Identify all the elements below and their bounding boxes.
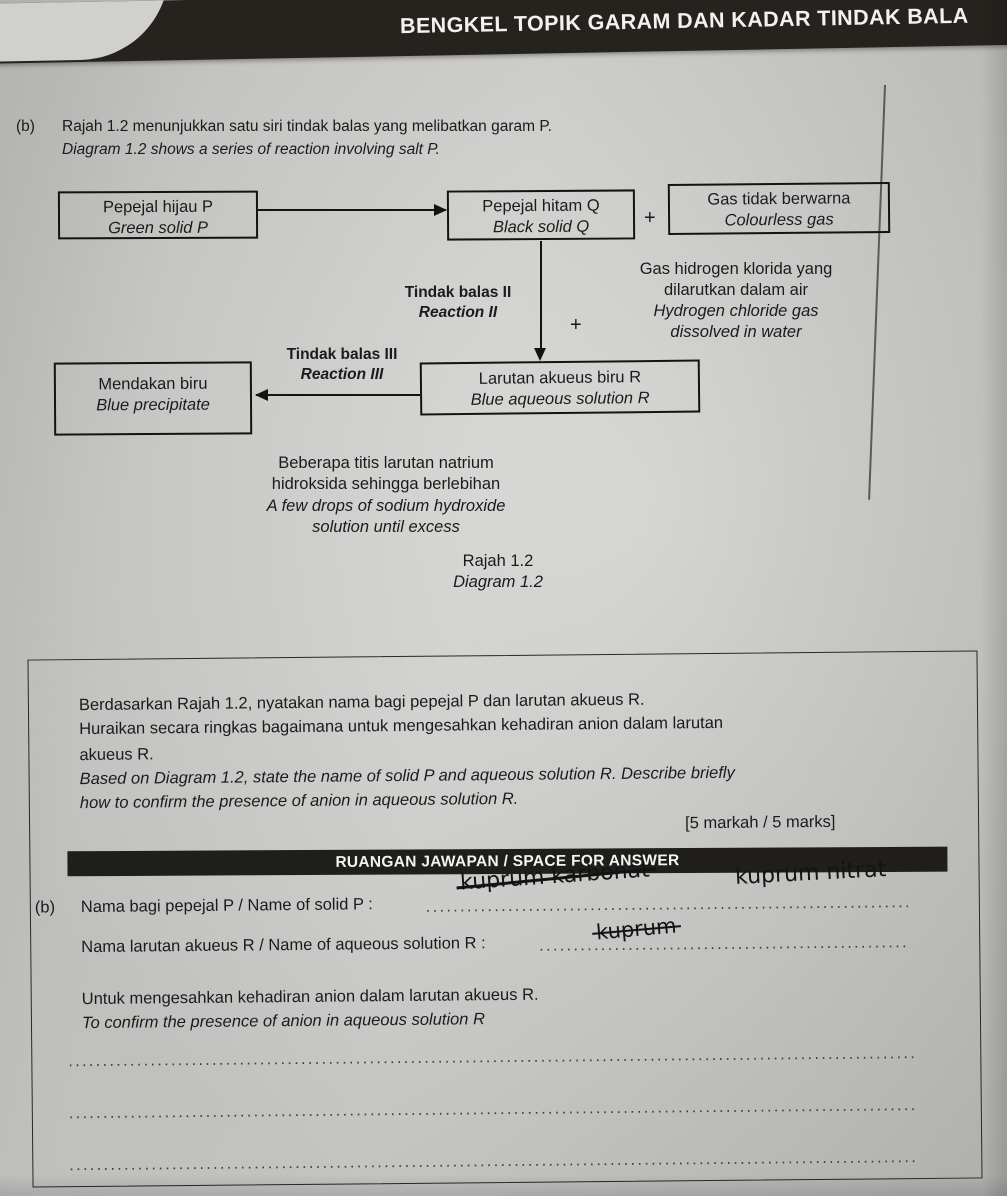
gas-english: Colourless gas	[724, 210, 834, 230]
reaction-3-english: Reaction III	[300, 366, 384, 384]
diagram-box-precipitate: Mendakan biru Blue precipitate	[53, 361, 253, 436]
prompt-malay: Untuk mengesahkan kehadiran anion dalam …	[81, 985, 539, 1009]
prompt-english: To confirm the presence of anion in aque…	[81, 1010, 486, 1033]
task-english-1: Based on Diagram 1.2, state the name of …	[79, 763, 735, 789]
task-malay-1: Berdasarkan Rajah 1.2, nyatakan nama bag…	[78, 690, 645, 715]
arrow-q-to-r	[532, 241, 547, 361]
answer-line-solution-r[interactable]: ........................................…	[539, 939, 910, 955]
diagram-box-solution-r: Larutan akueus biru R Blue aqueous solut…	[419, 359, 701, 416]
question-text-malay: Rajah 1.2 menunjukkan satu siri tindak b…	[62, 118, 552, 135]
solution-r-malay: Larutan akueus biru R	[478, 368, 642, 388]
solution-r-english: Blue aqueous solution R	[470, 388, 650, 409]
answer-line-2[interactable]: ........................................…	[68, 1102, 915, 1123]
question-text-english: Diagram 1.2 shows a series of reaction i…	[62, 141, 440, 158]
solid-p-english: Green solid P	[108, 218, 209, 237]
answer-line-3[interactable]: ........................................…	[69, 1154, 916, 1175]
arrow-r-to-precipitate	[255, 387, 420, 402]
naoh-note: Beberapa titis larutan natrium hidroksid…	[160, 453, 612, 539]
page-edge-shadow	[981, 0, 1007, 1196]
reaction-2-english: Reaction II	[418, 304, 498, 322]
naoh-malay-1: Beberapa titis larutan natrium	[278, 454, 494, 472]
solid-q-malay: Pepejal hitam Q	[482, 196, 600, 216]
answer-line-1[interactable]: ........................................…	[68, 1050, 915, 1071]
reaction-3-malay: Tindak balas III	[286, 346, 398, 363]
hcl-english-1: Hydrogen chloride gas	[653, 301, 819, 320]
page-bottom-shadow	[0, 1174, 1007, 1196]
naoh-english-2: solution until excess	[312, 518, 460, 537]
field-label-solid-p: Nama bagi pepejal P / Name of solid P :	[80, 895, 373, 917]
hcl-english-2: dissolved in water	[670, 322, 802, 341]
diagram-caption-malay: Rajah 1.2	[462, 552, 534, 570]
gas-malay: Gas tidak berwarna	[707, 189, 851, 209]
plus-sign-gas: +	[644, 207, 656, 229]
question-label: (b)	[16, 118, 35, 135]
diagram-box-colourless-gas: Gas tidak berwarna Colourless gas	[667, 182, 891, 235]
hcl-malay-2: dilarutkan dalam air	[664, 280, 808, 299]
precipitate-english: Blue precipitate	[96, 395, 210, 415]
solid-p-malay: Pepejal hijau P	[102, 197, 214, 217]
answer-panel: Berdasarkan Rajah 1.2, nyatakan nama bag…	[27, 650, 983, 1188]
task-english-2: how to confirm the presence of anion in …	[79, 789, 519, 813]
hcl-note: Gas hidrogen klorida yang dilarutkan dal…	[586, 259, 886, 343]
solid-q-english: Black solid Q	[492, 217, 590, 237]
diagram-box-solid-q: Pepejal hitam Q Black solid Q	[446, 189, 636, 241]
precipitate-malay: Mendakan biru	[98, 374, 208, 394]
diagram-caption: Rajah 1.2 Diagram 1.2	[330, 551, 666, 594]
reaction-3-label: Tindak balas III Reaction III	[268, 345, 416, 385]
marks-allocation: [5 markah / 5 marks]	[685, 812, 836, 833]
naoh-english-1: A few drops of sodium hydroxide	[266, 496, 506, 515]
reaction-2-label: Tindak balas II Reaction II	[392, 283, 524, 323]
diagram-box-solid-p: Pepejal hijau P Green solid P	[57, 190, 259, 240]
answer-part-label: (b)	[34, 898, 56, 917]
page-title: BENGKEL TOPIK GARAM DAN KADAR TINDAK BAL…	[399, 3, 969, 39]
hcl-malay-1: Gas hidrogen klorida yang	[639, 260, 833, 278]
task-malay-3: akueus R.	[79, 745, 154, 765]
arrow-p-to-q	[258, 202, 447, 217]
diagram-caption-english: Diagram 1.2	[453, 573, 543, 592]
field-label-solution-r: Nama larutan akueus R / Name of aqueous …	[81, 934, 486, 957]
task-malay-2: Huraikan secara ringkas bagaimana untuk …	[79, 713, 724, 739]
reaction-2-malay: Tindak balas II	[404, 284, 512, 301]
naoh-malay-2: hidroksida sehingga berlebihan	[271, 475, 501, 494]
plus-sign-hcl: +	[570, 314, 582, 336]
